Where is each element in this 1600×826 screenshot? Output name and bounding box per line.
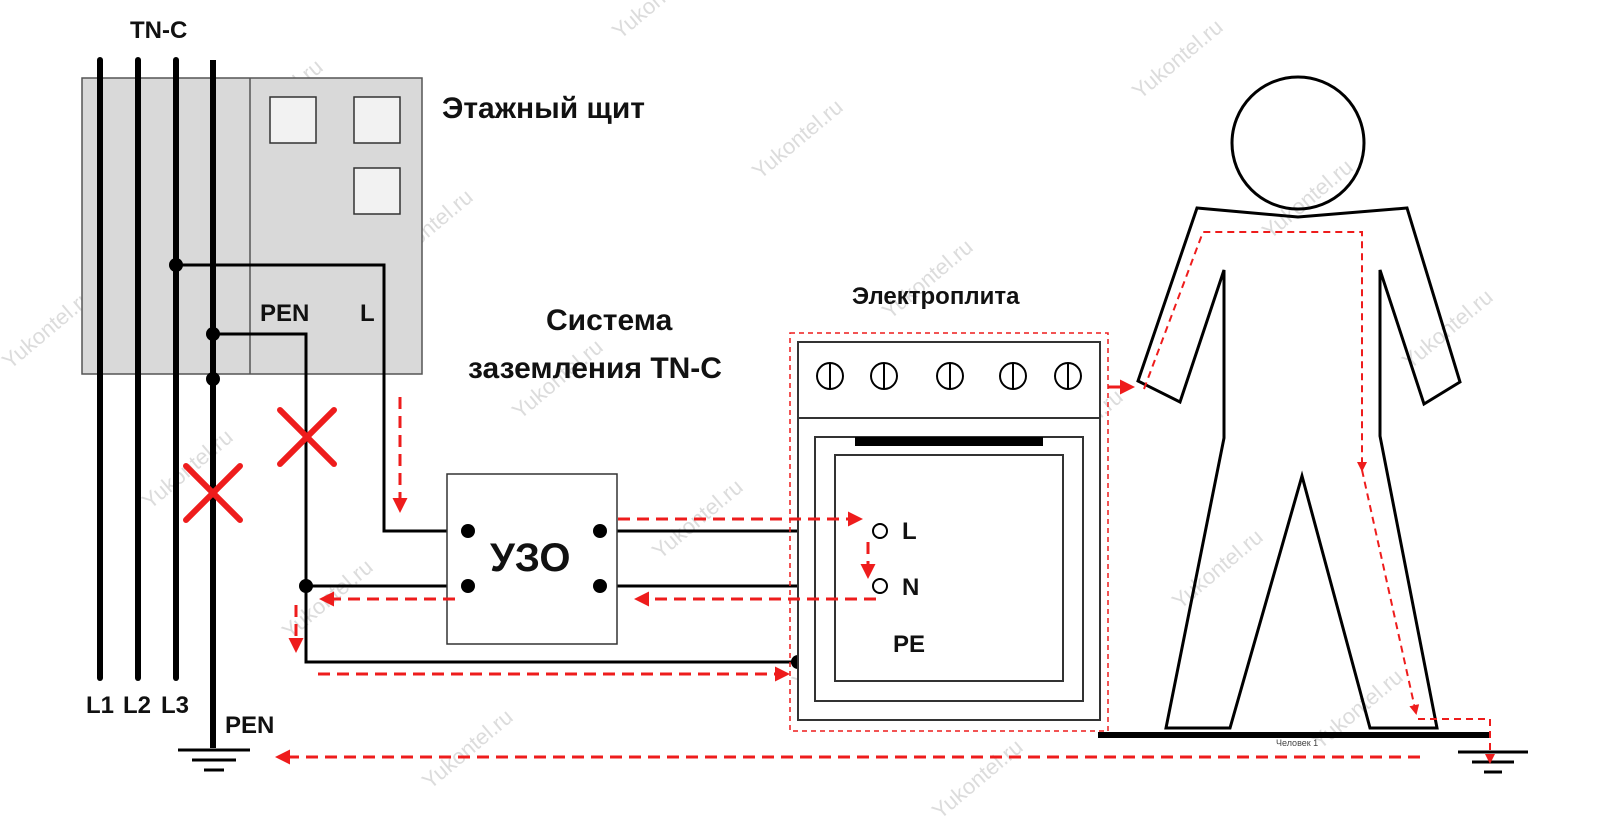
- stove-title: Электроплита: [852, 283, 1020, 310]
- stove-knobs: [816, 362, 1082, 390]
- ground-left: [178, 748, 250, 772]
- person-caption: Человек 1: [1276, 738, 1318, 748]
- bus-l2-label: L2: [123, 692, 151, 719]
- bus-pen-label: PEN: [225, 712, 274, 739]
- panel-l-label: L: [360, 300, 375, 327]
- fault-current-path: [275, 231, 1495, 765]
- svg-text:Yukontel.ru: Yukontel.ru: [877, 234, 977, 324]
- breaker-1: [269, 96, 317, 144]
- electric-stove: [789, 332, 1109, 732]
- fault-cross-icon: [183, 463, 243, 523]
- panel-pen-label: PEN: [260, 300, 309, 327]
- svg-text:Yukontel.ru: Yukontel.ru: [1127, 14, 1227, 104]
- floor-panel: [81, 77, 423, 375]
- svg-text:Yukontel.ru: Yukontel.ru: [1167, 524, 1267, 614]
- junction-dot: [206, 372, 220, 386]
- svg-text:Yukontel.ru: Yukontel.ru: [927, 734, 1027, 824]
- breaker-2: [353, 96, 401, 144]
- bus-l1-label: L1: [86, 692, 114, 719]
- rcd-device: [446, 473, 618, 645]
- svg-text:Yukontel.ru: Yukontel.ru: [1257, 154, 1357, 244]
- stove-pe-label: PE: [893, 631, 925, 658]
- system-title-line1: Система: [546, 304, 673, 337]
- fault-cross-icon: [277, 407, 337, 467]
- breaker-3: [353, 167, 401, 215]
- panel-title: Этажный щит: [442, 92, 645, 125]
- junction-dot: [299, 579, 313, 593]
- bus-bars: [97, 57, 216, 748]
- terminal-l: [872, 523, 888, 539]
- junction-dot: [169, 258, 183, 272]
- ground-right: [1458, 750, 1528, 774]
- svg-text:Yukontel.ru: Yukontel.ru: [417, 704, 517, 794]
- svg-text:Yukontel.ru: Yukontel.ru: [277, 554, 377, 644]
- person-figure: [1098, 75, 1490, 738]
- svg-text:Yukontel.ru: Yukontel.ru: [747, 94, 847, 184]
- rcd-label: УЗО: [490, 536, 571, 580]
- svg-text:Yukontel.ru: Yukontel.ru: [1397, 284, 1497, 374]
- junction-dot: [206, 327, 220, 341]
- svg-text:Yukontel.ru: Yukontel.ru: [607, 0, 707, 44]
- bus-l3-label: L3: [161, 692, 189, 719]
- system-title-line2: заземления TN-C: [468, 352, 722, 385]
- stove-n-label: N: [902, 574, 919, 601]
- stove-l-label: L: [902, 518, 917, 545]
- system-top-label: TN-C: [130, 17, 187, 44]
- terminal-n: [872, 578, 888, 594]
